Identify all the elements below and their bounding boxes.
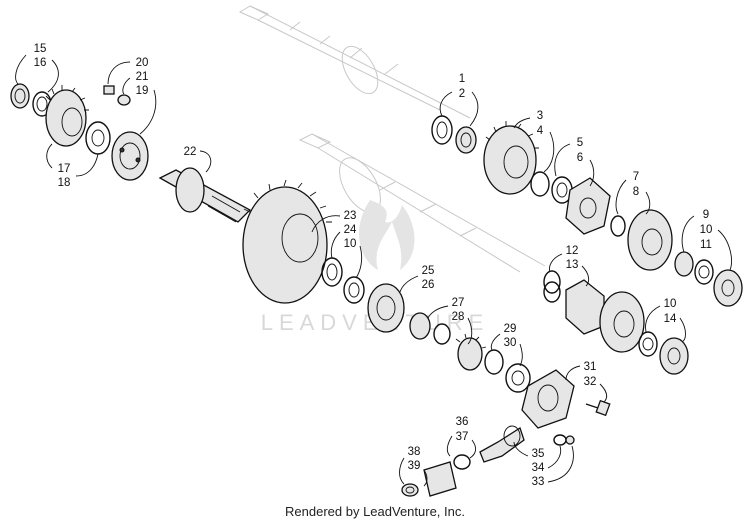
callout-label-6: 6 bbox=[577, 152, 583, 164]
callout-label-34: 34 bbox=[532, 462, 545, 474]
callout-label-4: 4 bbox=[537, 125, 544, 137]
callout-10-14: 10 14 bbox=[645, 298, 686, 343]
callout-label-10c: 10 bbox=[664, 298, 677, 310]
callout-label-31: 31 bbox=[584, 361, 597, 373]
callout-label-19: 19 bbox=[136, 85, 149, 97]
callout-label-29: 29 bbox=[504, 323, 517, 335]
part-seal-29-30 bbox=[484, 349, 531, 393]
part-washer-12-13 bbox=[543, 270, 561, 303]
part-washer-23-24 bbox=[321, 257, 343, 287]
part-coupler bbox=[565, 177, 611, 235]
callout-label-13: 13 bbox=[566, 259, 579, 271]
part-screw-20-21 bbox=[103, 85, 131, 106]
callout-7-8: 7 8 bbox=[615, 171, 651, 215]
callout-label-12: 12 bbox=[566, 245, 579, 257]
part-washer-5-6 bbox=[530, 171, 573, 204]
callout-label-33: 33 bbox=[532, 476, 545, 488]
part-bearing-15-16 bbox=[10, 83, 52, 117]
callout-label-8: 8 bbox=[633, 186, 639, 198]
part-bearing-10-14 bbox=[638, 331, 689, 375]
callout-label-7: 7 bbox=[633, 171, 639, 183]
callout-38-39: 38 39 bbox=[399, 446, 428, 487]
callout-36-37: 36 37 bbox=[446, 416, 477, 459]
callout-17-18: 17 18 bbox=[46, 143, 99, 189]
callout-label-36: 36 bbox=[456, 416, 469, 428]
callout-5-6: 5 6 bbox=[554, 137, 595, 187]
callout-3-4: 3 4 bbox=[513, 110, 555, 173]
callout-label-38: 38 bbox=[408, 446, 421, 458]
callout-label-5: 5 bbox=[577, 137, 583, 149]
callout-23-24-10: 23 24 10 bbox=[311, 210, 363, 279]
part-gear-13 bbox=[599, 291, 645, 353]
callout-22: 22 bbox=[184, 146, 212, 173]
callout-20-21-19: 20 21 19 bbox=[107, 57, 157, 135]
callout-label-25: 25 bbox=[422, 265, 435, 277]
callout-label-27: 27 bbox=[452, 297, 465, 309]
callout-label-2: 2 bbox=[459, 88, 465, 100]
part-shaft-22 bbox=[158, 167, 252, 223]
callout-label-28: 28 bbox=[452, 311, 465, 323]
callout-35-34-33: 35 34 33 bbox=[513, 441, 574, 488]
part-sleeve-36-37 bbox=[423, 454, 471, 497]
footer-credit: Rendered by LeadVenture, Inc. bbox=[285, 504, 465, 519]
callout-1-2: 1 2 bbox=[439, 73, 479, 127]
callout-label-22: 22 bbox=[184, 146, 197, 158]
callout-label-17: 17 bbox=[58, 163, 71, 175]
callout-12-13: 12 13 bbox=[549, 245, 590, 287]
callout-label-20: 20 bbox=[136, 57, 149, 69]
callout-label-10b: 10 bbox=[344, 238, 357, 250]
part-washer-1-2 bbox=[431, 115, 477, 154]
callout-label-18: 18 bbox=[58, 177, 71, 189]
part-bearing-19 bbox=[111, 131, 149, 181]
callout-25-26: 25 26 bbox=[399, 265, 435, 293]
callout-label-1: 1 bbox=[459, 73, 465, 85]
part-oring-38-39 bbox=[401, 483, 419, 497]
callout-label-35: 35 bbox=[532, 448, 545, 460]
callout-label-9: 9 bbox=[703, 209, 709, 221]
part-bevel-gear-17-18 bbox=[45, 85, 89, 147]
callout-label-37: 37 bbox=[456, 431, 469, 443]
callout-label-14: 14 bbox=[664, 313, 677, 325]
callout-label-10a: 10 bbox=[700, 224, 713, 236]
callout-label-16: 16 bbox=[34, 57, 47, 69]
callout-9-10-11: 9 10 11 bbox=[681, 209, 732, 271]
callout-27-28: 27 28 bbox=[427, 297, 473, 345]
callout-label-3: 3 bbox=[537, 110, 543, 122]
callout-29-30: 29 30 bbox=[490, 323, 523, 367]
part-bearings-9-10-11 bbox=[674, 251, 743, 307]
part-washer-19 bbox=[85, 121, 111, 155]
callout-label-21: 21 bbox=[136, 71, 149, 83]
callout-31-32: 31 32 bbox=[565, 361, 608, 403]
callout-label-24: 24 bbox=[344, 224, 357, 236]
part-washer-10a bbox=[343, 276, 365, 304]
part-bearing-25-26 bbox=[367, 283, 405, 333]
part-large-gear-23-24 bbox=[242, 179, 332, 304]
part-spacer-27-28 bbox=[409, 312, 451, 345]
callout-label-15: 15 bbox=[34, 43, 47, 55]
part-gear-3-4 bbox=[483, 121, 539, 195]
part-drive-pinion-35 bbox=[479, 425, 525, 463]
callout-label-32: 32 bbox=[584, 376, 597, 388]
part-bolt-washer-33-34 bbox=[553, 434, 575, 446]
part-washer-7-8 bbox=[610, 215, 626, 237]
part-pinion-gear bbox=[455, 333, 487, 371]
callout-label-11: 11 bbox=[700, 239, 712, 251]
ghost-upper-shaft bbox=[238, 5, 471, 119]
callout-label-30: 30 bbox=[504, 337, 517, 349]
callout-label-39: 39 bbox=[408, 460, 421, 472]
callout-label-23: 23 bbox=[344, 210, 357, 222]
part-gear-7-8 bbox=[627, 209, 673, 271]
part-shift-fork bbox=[565, 279, 605, 335]
callout-label-26: 26 bbox=[422, 279, 435, 291]
part-housing-31-32 bbox=[521, 369, 611, 429]
callout-15-16: 15 16 bbox=[15, 43, 59, 93]
